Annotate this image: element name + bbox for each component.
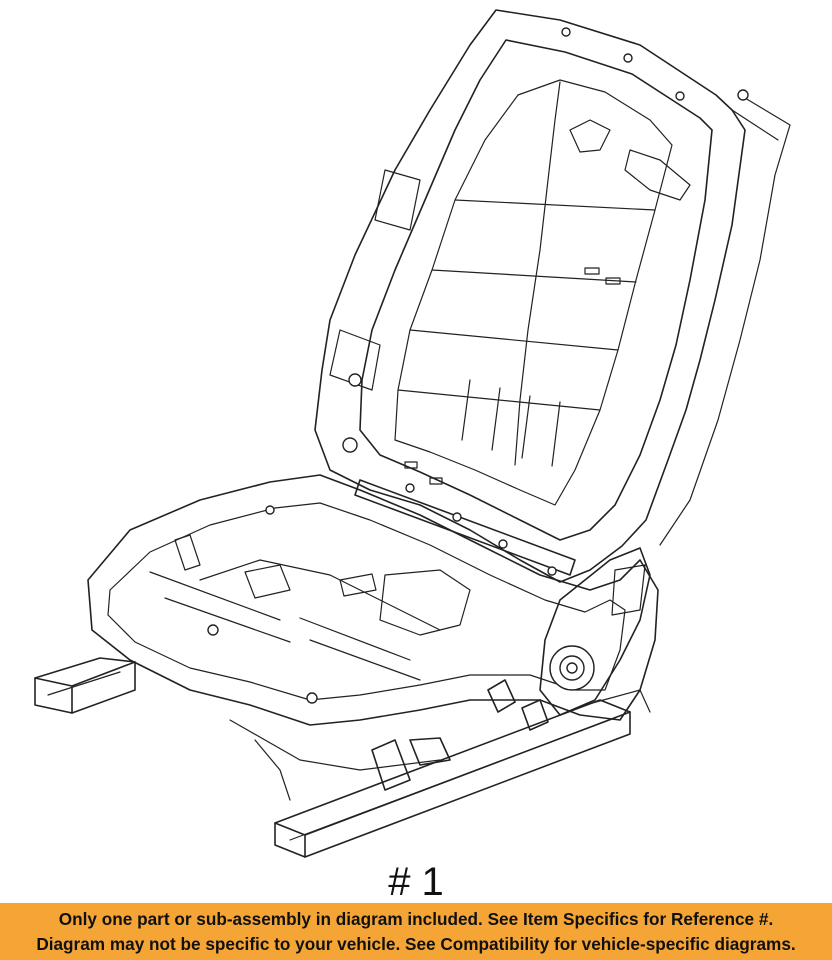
seat-frame-drawing <box>34 9 791 858</box>
seat-cushion-frame <box>87 474 659 726</box>
recliner-mechanism <box>539 547 651 716</box>
seat-back-frame <box>314 9 791 583</box>
notice-line-2: Diagram may not be specific to your vehi… <box>36 934 796 954</box>
seat-frame-diagram <box>34 9 791 858</box>
part-reference-label: # 1 <box>388 860 444 904</box>
seat-rail-right <box>274 689 651 858</box>
seat-crossbar <box>354 479 576 576</box>
seat-rail-left <box>34 657 136 714</box>
notice-banner: Only one part or sub-assembly in diagram… <box>0 903 832 960</box>
notice-line-1: Only one part or sub-assembly in diagram… <box>58 909 774 929</box>
seat-motors <box>229 679 549 801</box>
